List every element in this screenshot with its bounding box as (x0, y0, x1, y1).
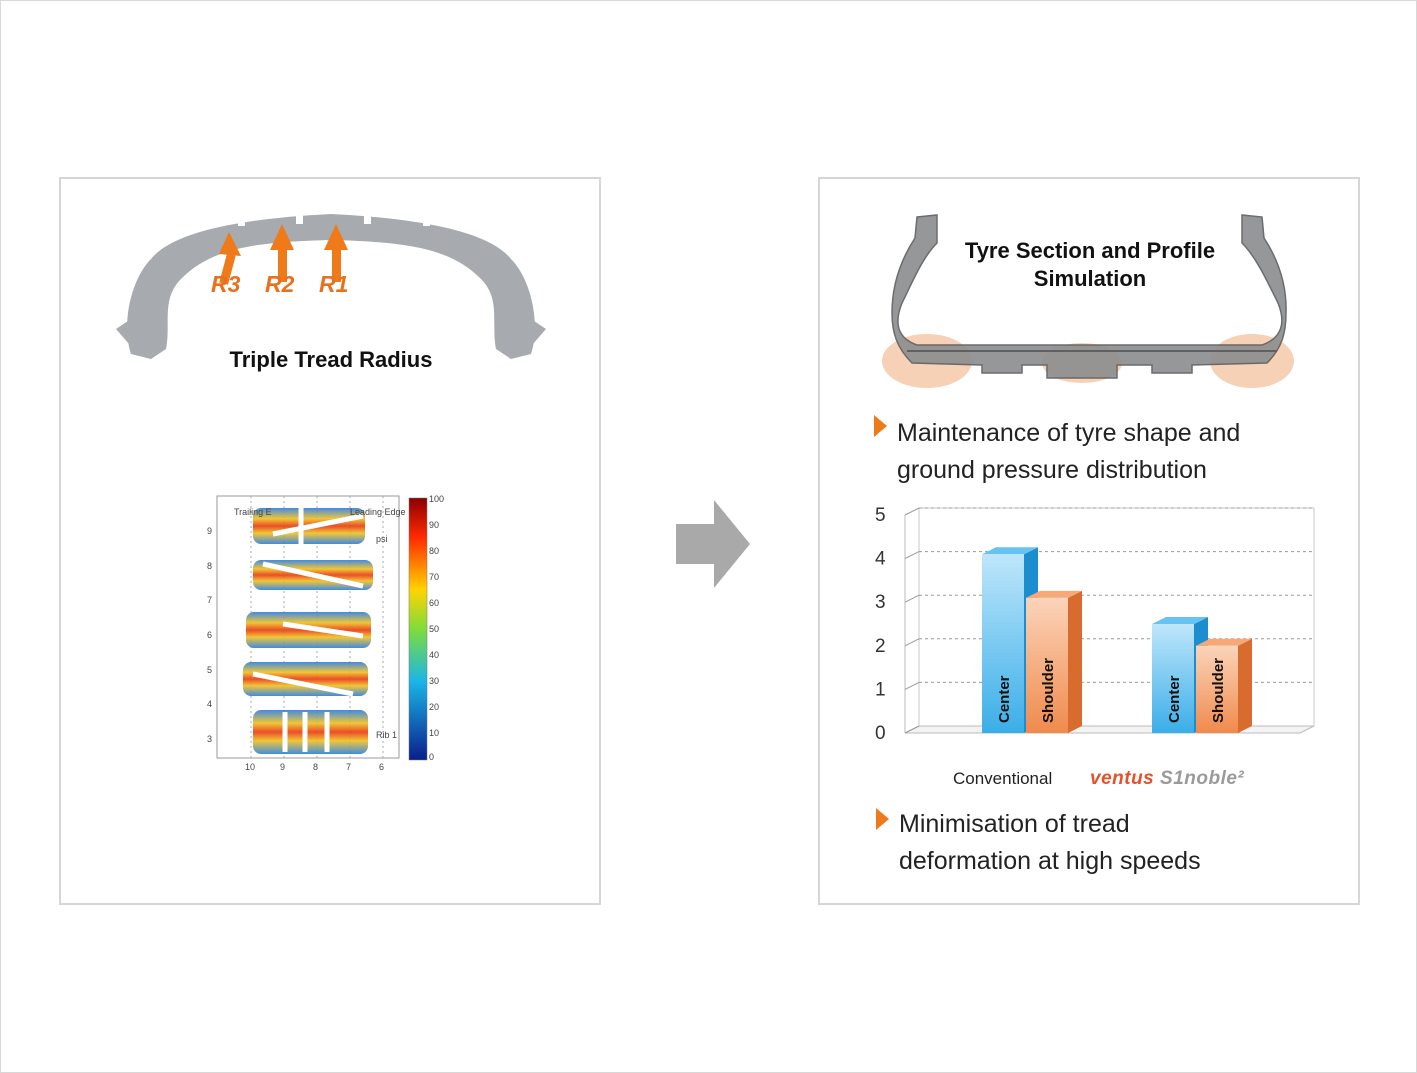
heatmap-trailing-label: Trailing E (234, 507, 272, 517)
tread-groove (296, 210, 303, 224)
bullet-text-1: Maintenance of tyre shape and ground pre… (897, 415, 1240, 489)
bullet-2-line-2: deformation at high speeds (899, 847, 1201, 875)
scale-tick: 80 (429, 546, 440, 556)
heatmap-y-tick: 5 (207, 665, 213, 675)
bar-top (1196, 638, 1252, 646)
heatmap-x-tick: 8 (313, 762, 319, 772)
scale-tick: 20 (429, 702, 440, 712)
right-panel: Tyre Section and Profile Simulation Main… (818, 177, 1360, 905)
bullet-marker-1 (874, 415, 887, 437)
r2-label: R2 (265, 271, 295, 297)
bar (982, 554, 1024, 733)
heatmap-color-scale (408, 497, 428, 761)
category-label-conventional: Conventional (953, 769, 1053, 788)
scale-tick: 10 (429, 728, 440, 738)
bar (1152, 624, 1194, 733)
y-tick-label: 0 (875, 723, 886, 744)
tyre-bead-shape (116, 319, 546, 344)
tyre-cross-section-diagram (116, 210, 546, 359)
heatmap-leading-label: Leading Edge (350, 507, 406, 517)
brand-logo: ventus S1noble² (1090, 768, 1244, 790)
tread-groove (238, 212, 245, 226)
y-tick-label: 3 (875, 592, 886, 613)
tread-groove (364, 210, 371, 224)
bar (1196, 645, 1238, 733)
gridline-tick (904, 551, 920, 560)
title-line-1: Tyre Section and Profile (964, 238, 1216, 263)
scale-tick: 70 (429, 572, 440, 582)
brand-part-2: S1noble² (1160, 768, 1245, 789)
r3-label: R3 (211, 271, 241, 297)
left-panel-title: Triple Tread Radius (229, 347, 433, 372)
bar-top (1152, 617, 1208, 624)
scale-tick: 90 (429, 520, 440, 530)
r1-arrow-head (324, 224, 348, 250)
right-arrow-icon (676, 500, 750, 588)
heatmap-y-tick: 7 (207, 595, 213, 605)
left-panel: R3 R2 R1 Triple Tread Radius (59, 177, 601, 905)
heatmap-rib-label: Rib 1 (376, 730, 398, 740)
chart-back-wall (918, 507, 1315, 727)
r1-arrow-shaft (332, 248, 341, 282)
footprint-grooves (252, 506, 364, 752)
chart-floor (904, 725, 1315, 734)
gridline-tick (904, 594, 920, 603)
bar-series-label: Center (996, 675, 1013, 723)
pressure-footprint-heatmap: Trailing E Leading Edge psi Rib 1 9 8 7 … (207, 494, 453, 784)
heatmap-x-tick: 6 (379, 762, 385, 772)
heatmap-x-tick: 9 (280, 762, 286, 772)
y-tick-label: 2 (875, 636, 886, 657)
gridline-tick (904, 507, 920, 516)
bullet-marker-2 (876, 808, 889, 830)
heatmap-y-tick: 8 (207, 561, 213, 571)
heatmap-y-tick: 4 (207, 699, 213, 709)
bullet-1-line-2: ground pressure distribution (897, 456, 1207, 484)
tyre-section-simulation-diagram (882, 214, 1294, 388)
bar-top (982, 547, 1038, 555)
tread-groove (423, 212, 430, 226)
bar-side (1238, 638, 1252, 733)
heatmap-y-tick: 3 (207, 734, 213, 744)
r1-label: R1 (319, 271, 349, 297)
brand-part-1: ventus (1090, 768, 1161, 789)
gridline-tick (904, 725, 920, 734)
heatmap-y-tick: 9 (207, 526, 213, 536)
bar-side (1068, 590, 1082, 733)
heatmap-unit-label: psi (376, 534, 388, 544)
heatmap-y-tick: 6 (207, 630, 213, 640)
right-panel-title: Tyre Section and Profile Simulation (920, 237, 1260, 293)
scale-tick: 100 (429, 494, 445, 504)
bullet-1-line-1: Maintenance of tyre shape and (897, 419, 1241, 447)
tyre-section-shape (891, 214, 1287, 379)
scale-tick: 0 (429, 752, 435, 762)
bar-top (1026, 590, 1082, 598)
bar (1026, 597, 1068, 733)
heatmap-graphic (216, 495, 428, 761)
scale-tick: 30 (429, 676, 440, 686)
bar-series-label: Shoulder (1040, 658, 1057, 723)
r2-arrow-shaft (278, 248, 287, 282)
y-tick-label: 1 (875, 679, 886, 700)
gridline-tick (904, 681, 920, 690)
title-line-2: Simulation (1033, 266, 1147, 291)
bullet-2-line-1: Minimisation of tread (899, 810, 1130, 838)
heatmap-x-tick: 7 (346, 762, 352, 772)
r2-arrow-head (270, 224, 294, 250)
y-tick-label: 5 (875, 505, 886, 526)
bar-series-label: Center (1166, 675, 1183, 723)
bar-series-label: Shoulder (1210, 658, 1227, 723)
scale-tick: 60 (429, 598, 440, 608)
r3-arrow-shaft (219, 253, 236, 285)
scale-tick: 50 (429, 624, 440, 634)
heatmap-x-tick: 10 (245, 762, 256, 772)
radius-arrows (219, 224, 348, 285)
bullet-text-2: Minimisation of tread deformation at hig… (899, 806, 1201, 880)
y-tick-label: 4 (875, 549, 886, 570)
gridline-tick (904, 638, 920, 647)
r3-arrow-head (219, 232, 241, 256)
scale-tick: 40 (429, 650, 440, 660)
